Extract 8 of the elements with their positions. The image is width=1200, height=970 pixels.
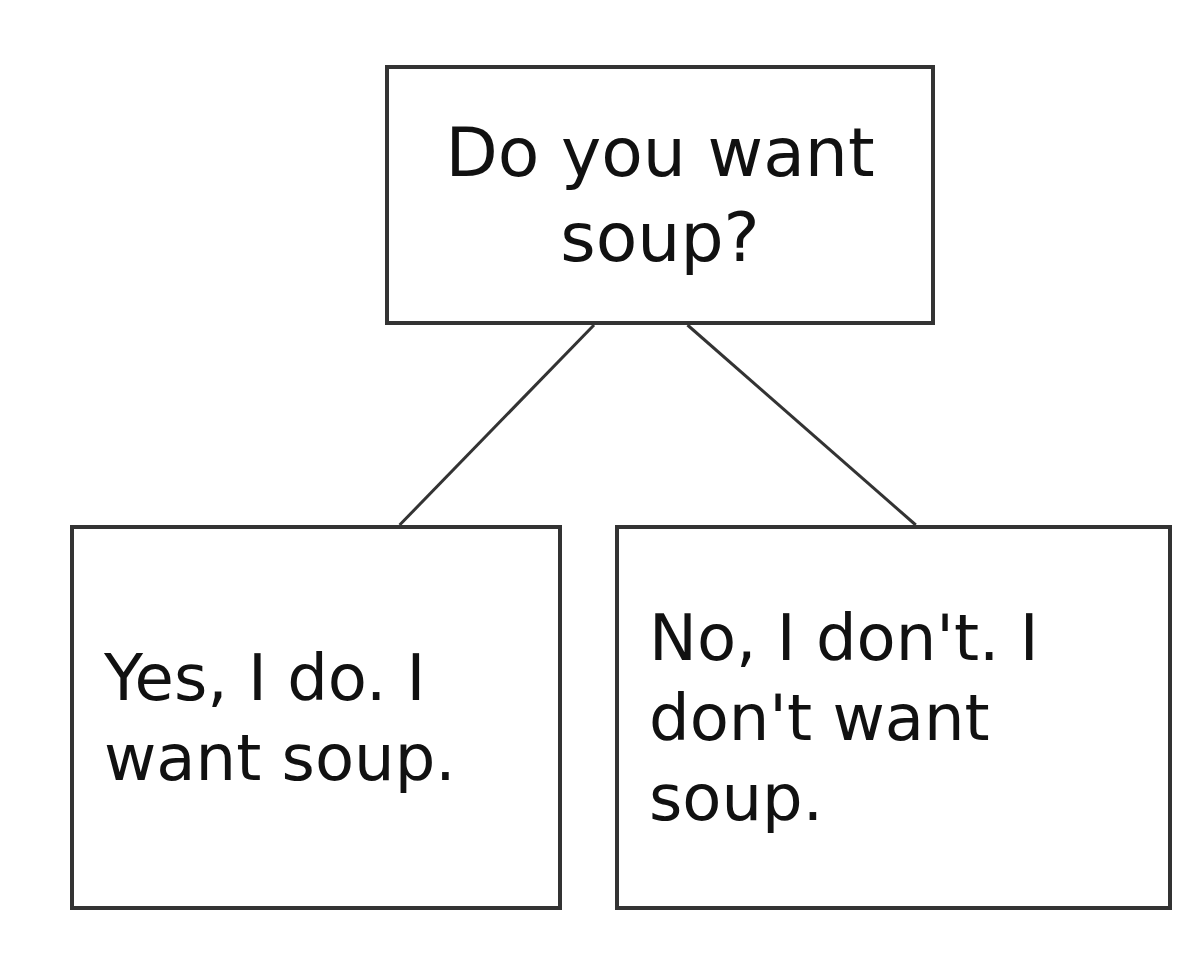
- answer-text: Yes, I do. I want soup.: [104, 639, 457, 797]
- answer-box: [70, 525, 562, 910]
- answer-box: [615, 525, 1172, 910]
- connector-line: [686, 323, 917, 527]
- question-box: [385, 65, 935, 325]
- answer-text: No, I don't. I don't want soup.: [649, 599, 1040, 837]
- question-text: Do you want soup?: [444, 112, 876, 279]
- connector-line: [398, 323, 596, 527]
